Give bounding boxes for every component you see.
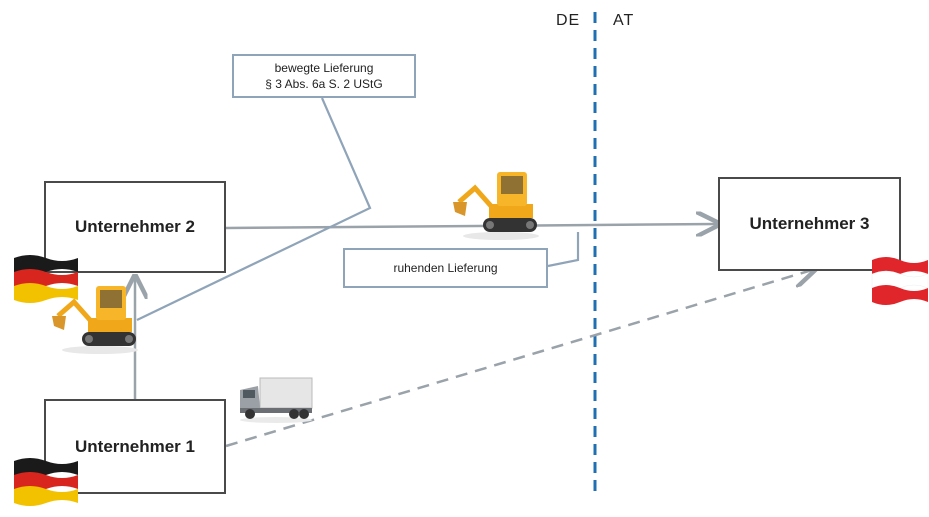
company-label-u2: Unternehmer 2 <box>75 217 195 236</box>
callout-resting-delivery: ruhenden Lieferung <box>343 248 548 288</box>
german-flag-icon <box>14 255 78 303</box>
company-box-u3: Unternehmer 3 <box>718 177 901 271</box>
callout-resting-label: ruhenden Lieferung <box>393 261 498 275</box>
callout-moving-line1: bewegte Lieferung <box>274 61 374 75</box>
company-label-u1: Unternehmer 1 <box>75 436 195 456</box>
austrian-flag-icon <box>871 257 928 305</box>
callout-moving-delivery: bewegte Lieferung § 3 Abs. 6a S. 2 UStG <box>232 54 416 98</box>
company-box-u2: Unternehmer 2 <box>44 181 226 273</box>
excavator-icon <box>453 172 539 240</box>
callout-pointer-moving <box>136 97 372 321</box>
border-label-at: AT <box>613 12 635 29</box>
callout-pointer-resting <box>547 232 580 268</box>
excavator-icon <box>52 286 138 354</box>
arrow-u2-to-u3 <box>225 224 716 228</box>
company-label-u3: Unternehmer 3 <box>749 214 870 233</box>
callout-moving-line2: § 3 Abs. 6a S. 2 UStG <box>265 77 383 91</box>
truck-icon <box>240 377 313 423</box>
border-label-de: DE <box>556 12 581 29</box>
german-flag-icon <box>14 458 78 506</box>
arrow-u1-to-u3-dashed <box>225 270 812 448</box>
